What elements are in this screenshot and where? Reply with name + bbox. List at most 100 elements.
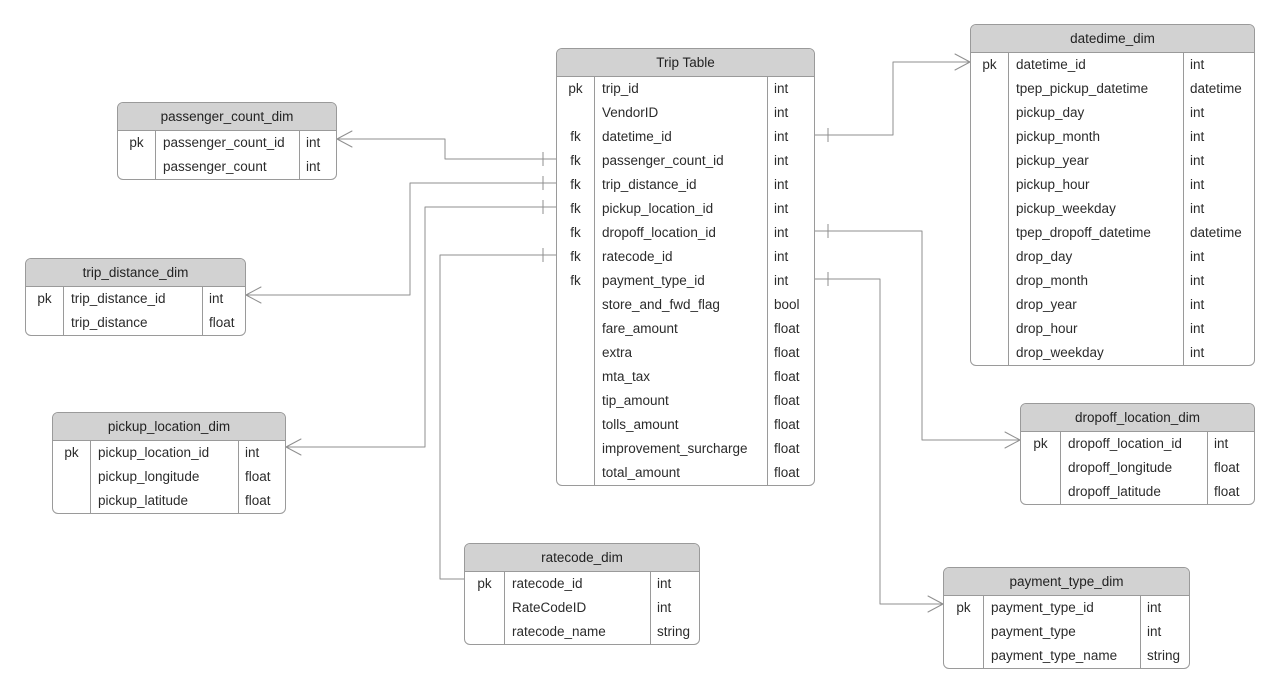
column-name: pickup_latitude — [91, 489, 239, 513]
connector-rel-pickup-location — [285, 200, 556, 456]
column-type: int — [306, 159, 321, 174]
table-row[interactable]: payment_type_name string — [944, 644, 1189, 668]
column-name: VendorID — [595, 101, 768, 125]
column-name: tip_amount — [595, 389, 768, 413]
column-type: int — [1147, 600, 1162, 615]
column-name: improvement_surcharge — [595, 437, 768, 461]
column-name: payment_type_name — [984, 644, 1141, 668]
column-name: passenger_count — [156, 155, 300, 179]
column-key-flag: pk — [1021, 432, 1061, 456]
table-row[interactable]: VendorID int — [557, 101, 814, 125]
column-type: int — [1214, 436, 1229, 451]
column-type: int — [209, 291, 224, 306]
column-name: total_amount — [595, 461, 768, 485]
column-key-flag — [971, 269, 1009, 293]
column-name: fare_amount — [595, 317, 768, 341]
column-name: pickup_longitude — [91, 465, 239, 489]
column-name: ratecode_name — [505, 620, 651, 644]
column-type: string — [1147, 648, 1181, 663]
entity-title-trip_distance_dim: trip_distance_dim — [26, 259, 245, 287]
entity-title-ratecode_dim: ratecode_dim — [465, 544, 699, 572]
column-key-flag — [971, 341, 1009, 365]
column-name: tpep_pickup_datetime — [1009, 77, 1184, 101]
entity-title-datedime_dim: datedime_dim — [971, 25, 1254, 53]
table-row[interactable]: pickup_longitude float — [53, 465, 285, 489]
entity-title-passenger_count_dim: passenger_count_dim — [118, 103, 336, 131]
column-name: payment_type_id — [984, 596, 1141, 620]
column-type: int — [774, 105, 789, 120]
connector-rel-passenger-count — [336, 130, 556, 166]
column-key-flag — [971, 245, 1009, 269]
table-row[interactable]: passenger_count int — [118, 155, 336, 179]
column-name: drop_hour — [1009, 317, 1184, 341]
column-type: float — [245, 469, 271, 484]
column-type: int — [774, 249, 789, 264]
column-key-flag — [971, 221, 1009, 245]
column-type: float — [1214, 484, 1240, 499]
column-key-flag — [971, 197, 1009, 221]
column-key-flag: pk — [944, 596, 984, 620]
column-type: int — [1190, 201, 1205, 216]
column-type: int — [657, 576, 672, 591]
column-type: int — [774, 153, 789, 168]
column-key-flag — [557, 389, 595, 413]
column-name: passenger_count_id — [595, 149, 768, 173]
column-key-flag — [971, 101, 1009, 125]
column-name: passenger_count_id — [156, 131, 300, 155]
column-type: int — [1190, 273, 1205, 288]
connector-rel-ratecode — [439, 248, 556, 588]
